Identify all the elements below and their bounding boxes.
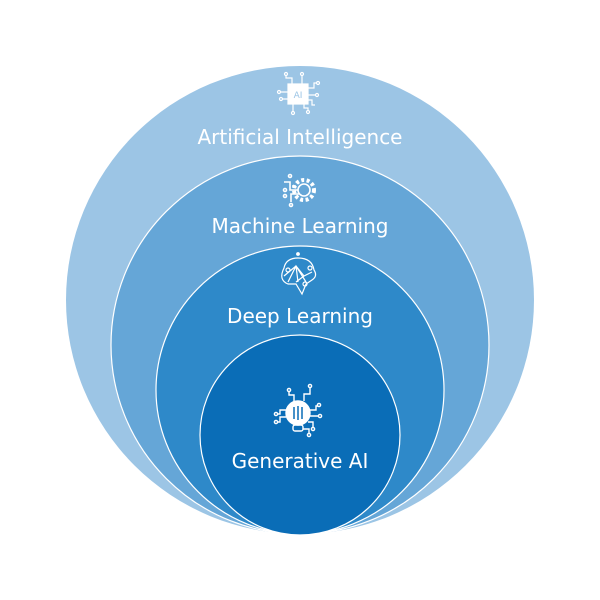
brain-network-icon — [281, 252, 317, 296]
gear-circuit-icon — [282, 173, 316, 208]
chip-label: AI — [294, 91, 303, 101]
lightbulb-brain-icon — [273, 383, 323, 438]
label-generative-ai: Generative AI — [232, 449, 369, 473]
label-artificial-intelligence: Artificial Intelligence — [198, 125, 403, 149]
label-deep-learning: Deep Learning — [227, 304, 373, 328]
circle-generative-ai — [199, 334, 401, 536]
ai-chip-icon: AI — [276, 71, 321, 116]
label-machine-learning: Machine Learning — [212, 214, 389, 238]
